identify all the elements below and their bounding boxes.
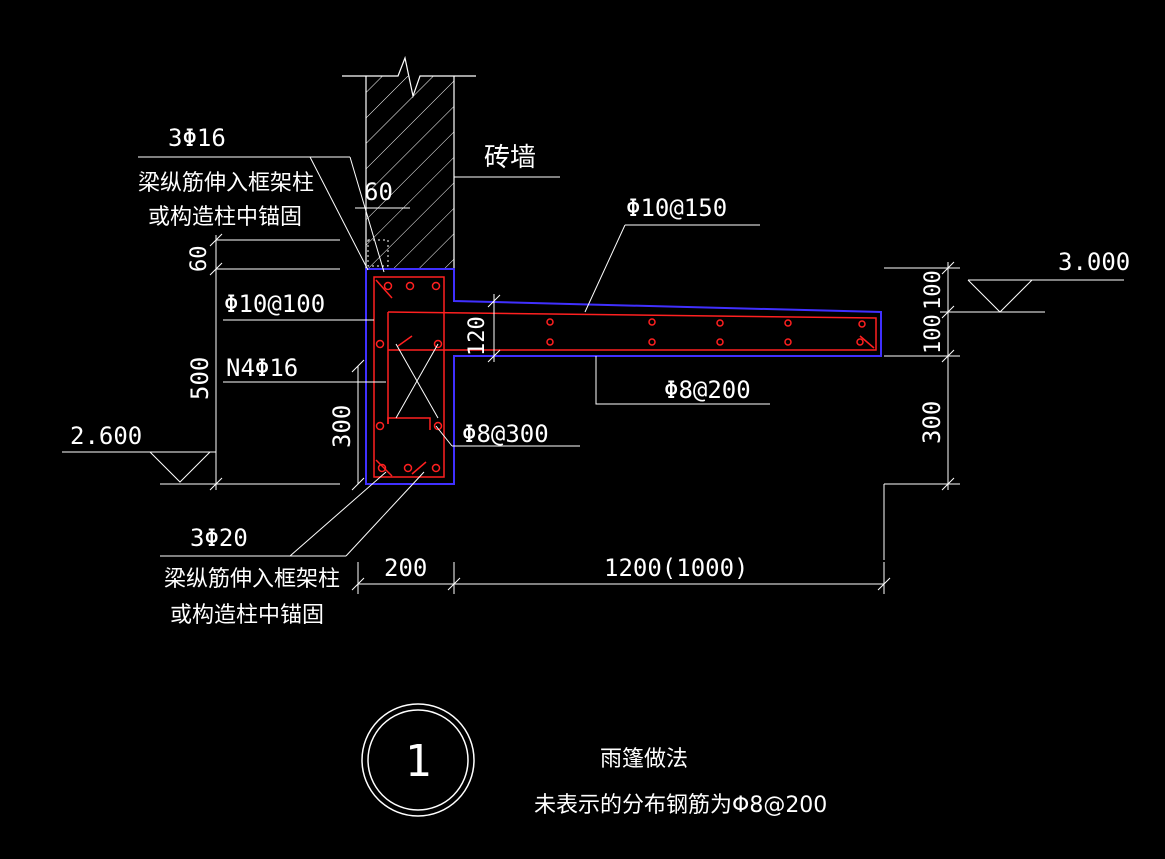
bottom-bar-dot	[377, 463, 387, 473]
bottom-rebar-note-line2: 或构造柱中锚固	[170, 603, 324, 628]
tie-bar	[387, 417, 431, 430]
slab-bar-dot	[784, 338, 792, 346]
detail-title: 雨篷做法	[600, 747, 688, 772]
slab-bar-dot	[858, 320, 866, 328]
slab-bar-dot	[716, 319, 724, 327]
concrete-outline	[365, 268, 882, 485]
slab-bar-dot	[716, 338, 724, 346]
top-bar-dot	[431, 281, 441, 291]
side-bar-dot	[433, 339, 443, 349]
slab-bar-dot	[784, 319, 792, 327]
slab-dist-bar-spec: Φ8@200	[664, 376, 751, 404]
lower-part-dim: 300	[328, 405, 356, 448]
elevation-top: 3.000	[1058, 248, 1130, 276]
bottom-rebar-note-line1: 梁纵筋伸入框架柱	[164, 567, 340, 592]
bottom-rebar-spec: 3Φ20	[190, 524, 248, 552]
right-bottom-dim: 300	[918, 401, 946, 444]
slab-bar-dot	[546, 318, 554, 326]
wall-break-line	[342, 55, 476, 99]
beam-height-dim: 500	[186, 357, 214, 400]
right-mid-dim: 100	[921, 314, 946, 354]
brick-wall: 砖墙	[342, 55, 560, 269]
beam-stirrup	[373, 276, 445, 478]
top-rebar-spec: 3Φ16	[168, 124, 226, 152]
left-top-gap-dim: 60	[187, 246, 212, 273]
detail-note: 未表示的分布钢筋为Φ8@200	[534, 793, 827, 818]
elevation-bottom: 2.600	[70, 422, 142, 450]
slab-thickness-dim: 120	[465, 316, 490, 356]
slab-bar-dot	[856, 338, 864, 346]
dimension-lines	[62, 156, 1124, 594]
slab-top-bar	[387, 311, 877, 351]
top-bar-dot	[405, 281, 415, 291]
side-bar-dot	[375, 339, 385, 349]
tie-spec: Φ8@300	[462, 420, 549, 448]
side-bar-spec: N4Φ16	[226, 354, 298, 382]
beam-cross-mark	[395, 343, 439, 419]
bottom-bar-dot	[403, 463, 413, 473]
slab-bar-dot	[546, 338, 554, 346]
annotations: 3Φ16 梁纵筋伸入框架柱 或构造柱中锚固 60 60 Φ10@100 N4Φ1…	[70, 124, 1130, 628]
detail-marker: 1	[361, 703, 475, 817]
top-rebar-note-line1: 梁纵筋伸入框架柱	[138, 171, 314, 196]
canopy-length-dim: 1200(1000)	[604, 554, 749, 582]
side-bar-dot	[433, 421, 443, 431]
bottom-bar-dot	[431, 463, 441, 473]
detail-number: 1	[405, 736, 432, 787]
slab-bar-dot	[648, 318, 656, 326]
beam-width-dim: 200	[384, 554, 427, 582]
top-rebar-note-line2: 或构造柱中锚固	[148, 205, 302, 230]
slab-top-bar-spec: Φ10@150	[626, 194, 727, 222]
rebar-cage	[373, 276, 877, 478]
slab-bar-dot	[648, 338, 656, 346]
wall-offset-dim: 60	[364, 178, 393, 206]
column-core	[367, 239, 389, 267]
top-bar-dot	[383, 281, 393, 291]
stirrup-spec: Φ10@100	[224, 290, 325, 318]
side-bar-dot	[375, 421, 385, 431]
right-top-dim: 100	[921, 270, 946, 310]
wall-label: 砖墙	[484, 143, 536, 173]
